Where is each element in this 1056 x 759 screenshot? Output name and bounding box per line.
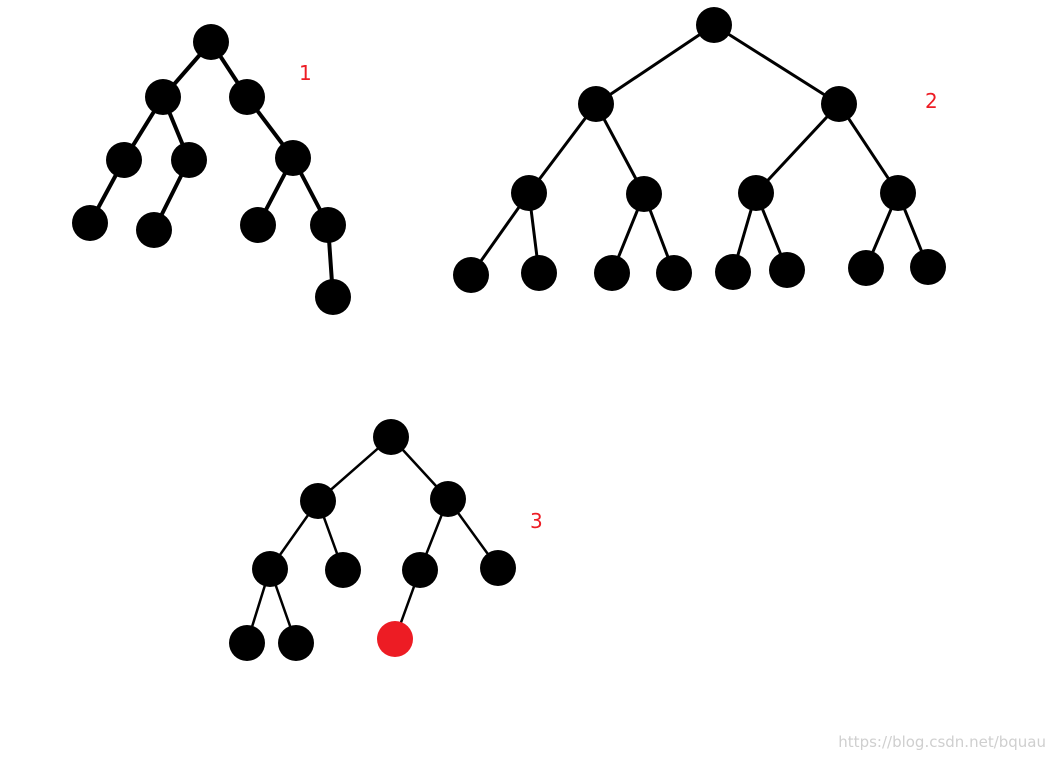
tree-3-node-7 <box>229 625 265 661</box>
tree-3-node-4 <box>325 552 361 588</box>
tree-1-node-9 <box>310 207 346 243</box>
tree-1 <box>72 24 351 315</box>
tree-2-node-13 <box>848 250 884 286</box>
tree-3 <box>229 419 516 661</box>
tree-1-node-2 <box>229 79 265 115</box>
tree-1-node-4 <box>171 142 207 178</box>
tree-1-node-1 <box>145 79 181 115</box>
tree-2-edge-1 <box>712 23 841 106</box>
tree-3-node-8 <box>278 625 314 661</box>
tree-1-node-10 <box>315 279 351 315</box>
tree-2-node-8 <box>521 255 557 291</box>
tree-2-node-4 <box>626 176 662 212</box>
tree-3-node-3 <box>252 551 288 587</box>
tree-1-node-3 <box>106 142 142 178</box>
tree-2-edge-2 <box>527 102 598 195</box>
tree-1-node-5 <box>275 140 311 176</box>
tree-1-node-0 <box>193 24 229 60</box>
tree-2-node-11 <box>715 254 751 290</box>
tree-2-node-5 <box>738 175 774 211</box>
tree-2-edge-4 <box>754 102 841 195</box>
tree-2-edge-0 <box>594 23 716 106</box>
tree-label-1: 1 <box>299 61 312 85</box>
tree-2-node-1 <box>578 86 614 122</box>
tree-1-node-7 <box>136 212 172 248</box>
watermark: https://blog.csdn.net/bquau <box>838 733 1046 751</box>
tree-3-node-9-highlighted <box>377 621 413 657</box>
tree-3-node-6 <box>480 550 516 586</box>
tree-label-3: 3 <box>530 509 543 533</box>
tree-2-node-10 <box>656 255 692 291</box>
tree-1-node-8 <box>240 207 276 243</box>
tree-2-node-0 <box>696 7 732 43</box>
tree-2-node-12 <box>769 252 805 288</box>
tree-3-node-5 <box>402 552 438 588</box>
tree-3-node-2 <box>430 481 466 517</box>
tree-2-node-2 <box>821 86 857 122</box>
tree-label-2: 2 <box>925 89 938 113</box>
tree-1-node-6 <box>72 205 108 241</box>
tree-2 <box>453 7 946 293</box>
tree-3-node-1 <box>300 483 336 519</box>
tree-2-node-14 <box>910 249 946 285</box>
tree-2-node-7 <box>453 257 489 293</box>
tree-2-node-6 <box>880 175 916 211</box>
tree-3-node-0 <box>373 419 409 455</box>
tree-2-node-9 <box>594 255 630 291</box>
tree-2-node-3 <box>511 175 547 211</box>
